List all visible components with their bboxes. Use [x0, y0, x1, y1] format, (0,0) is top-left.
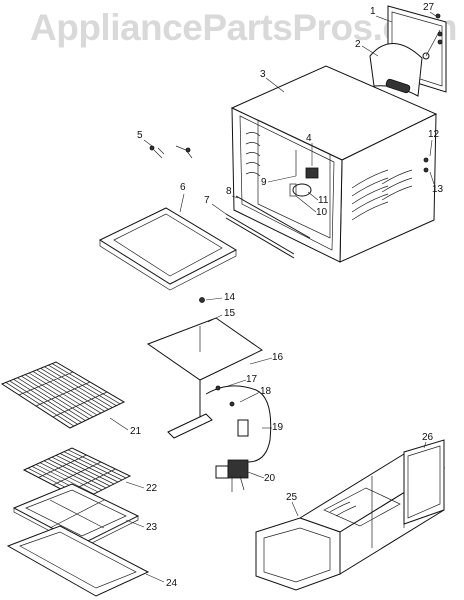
oven-cavity	[230, 65, 438, 263]
callout-20: 20	[264, 473, 276, 484]
rods-7-8	[225, 195, 311, 259]
element-plate-15	[146, 297, 263, 381]
callout-19: 19	[272, 422, 284, 433]
callout-9: 9	[261, 177, 267, 188]
drip-pan	[98, 207, 238, 291]
callout-13: 13	[432, 184, 444, 195]
callout-8: 8	[226, 186, 232, 197]
screw-clip-5	[149, 145, 193, 159]
callout-1: 1	[370, 6, 376, 17]
callout-21: 21	[130, 426, 142, 437]
callout-12: 12	[428, 129, 440, 140]
callout-4: 4	[306, 133, 312, 144]
callout-27: 27	[423, 2, 435, 13]
callout-23: 23	[146, 522, 158, 533]
callout-2: 2	[355, 39, 361, 50]
broil-grid	[22, 447, 132, 501]
callout-16: 16	[272, 352, 284, 363]
callout-7: 7	[204, 195, 210, 206]
callout-18: 18	[260, 386, 272, 397]
vent-duct	[255, 439, 446, 591]
callout-10: 10	[316, 207, 328, 218]
oven-rack	[0, 361, 126, 429]
callout-5: 5	[137, 130, 143, 141]
watermark: AppliancePartsPros.com	[30, 7, 457, 48]
callout-24: 24	[166, 578, 178, 589]
callout-14: 14	[224, 292, 236, 303]
callout-6: 6	[180, 182, 186, 193]
callout-25: 25	[286, 492, 298, 503]
hinge-assembly	[369, 5, 447, 97]
callout-3: 3	[260, 69, 266, 80]
callout-22: 22	[146, 483, 158, 494]
callout-26: 26	[422, 432, 434, 443]
callout-11: 11	[318, 195, 329, 206]
callout-17: 17	[246, 374, 258, 385]
callout-15: 15	[224, 308, 236, 319]
frame-24	[6, 525, 150, 597]
bake-element-16-20	[167, 380, 272, 492]
